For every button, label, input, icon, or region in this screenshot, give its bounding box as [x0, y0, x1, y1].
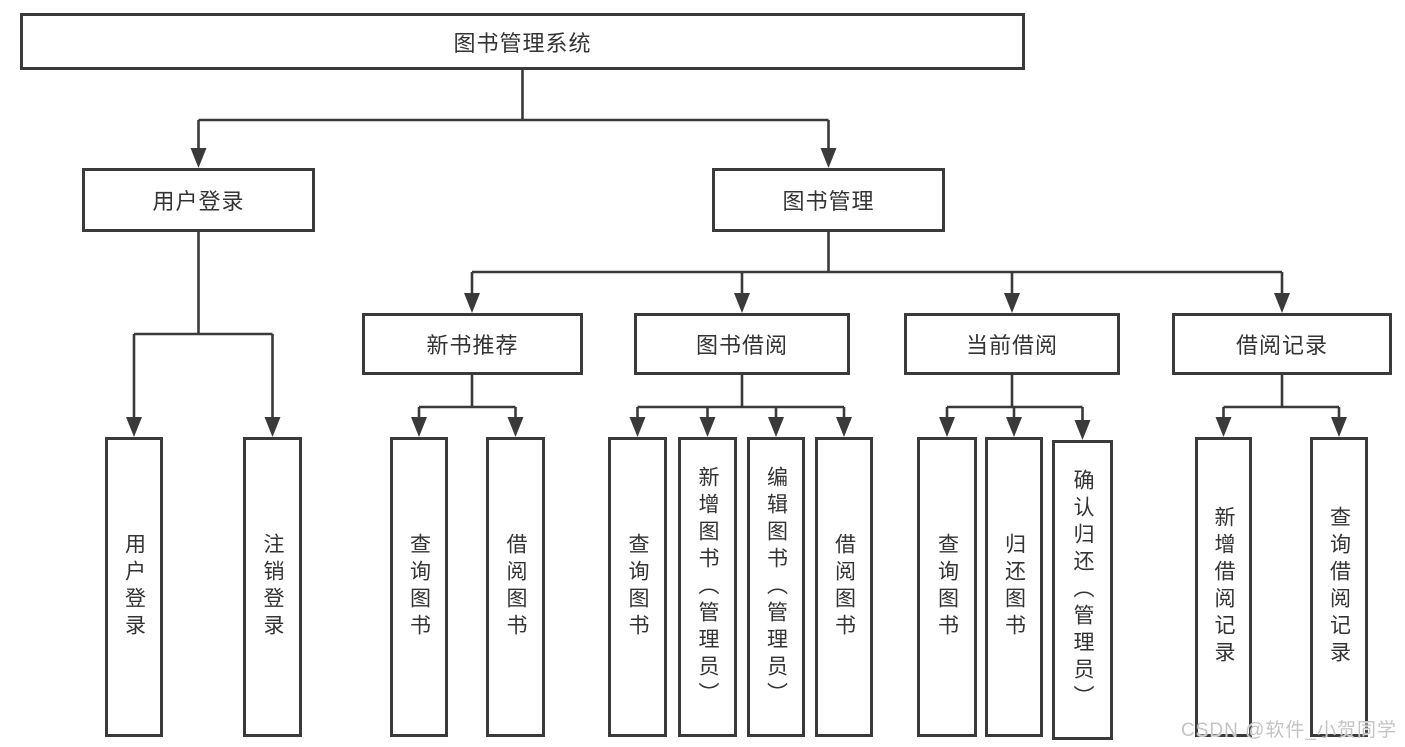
arrowhead [1006, 417, 1022, 437]
arrowhead [699, 417, 716, 437]
arrowhead [126, 417, 142, 437]
leaf-record-add-borrow-record: 新增借阅记录 [1195, 437, 1252, 737]
node-label: 借阅图书 [504, 533, 528, 641]
leaf-current-return-books: 归还图书 [985, 437, 1043, 737]
node-label: 新增图书（管理员） [696, 465, 720, 709]
arrowhead [820, 148, 837, 168]
leaf-borrow-add-books-admin: 新增图书（管理员） [678, 437, 737, 737]
arrowhead [629, 417, 646, 437]
node-label: 用户登录 [152, 189, 245, 214]
node-new-book-recommendation: 新书推荐 [362, 313, 583, 375]
node-label: 注销登录 [261, 533, 285, 641]
node-label: 编辑图书（管理员） [764, 465, 788, 709]
arrowhead [1215, 417, 1232, 437]
arrowhead [190, 148, 207, 168]
arrowhead [836, 417, 852, 437]
connector-record-to-leaves [1222, 375, 1341, 418]
leaf-record-query-borrow-record: 查询借阅记录 [1310, 437, 1368, 737]
node-label: 新书推荐 [426, 333, 519, 358]
node-label: 图书管理系统 [453, 30, 592, 56]
leaf-logout-login: 注销登录 [243, 437, 302, 737]
node-label: 归还图书 [1002, 533, 1026, 641]
leaf-newbook-query-books: 查询图书 [390, 437, 448, 737]
node-label: 图书借阅 [695, 333, 788, 358]
node-user-login: 用户登录 [82, 168, 315, 232]
node-borrowing-records: 借阅记录 [1172, 313, 1392, 375]
leaf-user-login: 用户登录 [105, 437, 163, 737]
arrowhead [1004, 293, 1020, 313]
arrowhead [1074, 420, 1091, 440]
leaf-borrow-edit-books-admin: 编辑图书（管理员） [747, 437, 805, 737]
node-current-borrowing: 当前借阅 [904, 313, 1120, 375]
node-label: 查询图书 [626, 533, 650, 641]
node-label: 查询借阅记录 [1327, 506, 1351, 668]
node-label: 查询图书 [407, 533, 431, 641]
watermark: CSDN @软件_小贺同学 [1181, 720, 1397, 741]
connector-borrow-to-leaves [636, 375, 846, 418]
connector-current-to-leaves [945, 375, 1084, 421]
arrowhead [939, 417, 955, 437]
arrowhead [464, 293, 480, 313]
leaf-newbook-borrow-books: 借阅图书 [486, 437, 545, 737]
leaf-borrow-borrow-books: 借阅图书 [815, 437, 873, 737]
arrowhead [507, 417, 524, 437]
node-label: 图书管理 [782, 189, 875, 214]
node-label: 查询图书 [935, 533, 959, 641]
arrowhead [1331, 417, 1347, 437]
arrowhead [411, 417, 427, 437]
connector-login-to-leaves [132, 232, 274, 418]
arrowhead [768, 417, 784, 437]
arrowhead [734, 293, 750, 313]
connector-newbook-to-leaves [417, 375, 517, 418]
leaf-borrow-query-books: 查询图书 [608, 437, 667, 737]
node-label: 当前借阅 [965, 333, 1058, 358]
connector-bookmgmt-to-level3 [470, 232, 1284, 294]
node-book-borrowing: 图书借阅 [634, 313, 850, 375]
node-label: 借阅图书 [832, 533, 856, 641]
node-label: 借阅记录 [1235, 333, 1328, 358]
node-book-management: 图书管理 [712, 168, 945, 232]
leaf-current-query-books: 查询图书 [917, 437, 977, 737]
arrowhead [264, 417, 281, 437]
leaf-current-confirm-return-admin: 确认归还（管理员） [1052, 440, 1113, 740]
node-label: 用户登录 [122, 533, 146, 641]
arrowhead [1274, 293, 1290, 313]
node-library-system-root: 图书管理系统 [20, 13, 1025, 70]
connector-root-to-level2 [197, 70, 830, 150]
node-label: 确认归还（管理员） [1071, 468, 1095, 712]
node-label: 新增借阅记录 [1212, 506, 1236, 668]
